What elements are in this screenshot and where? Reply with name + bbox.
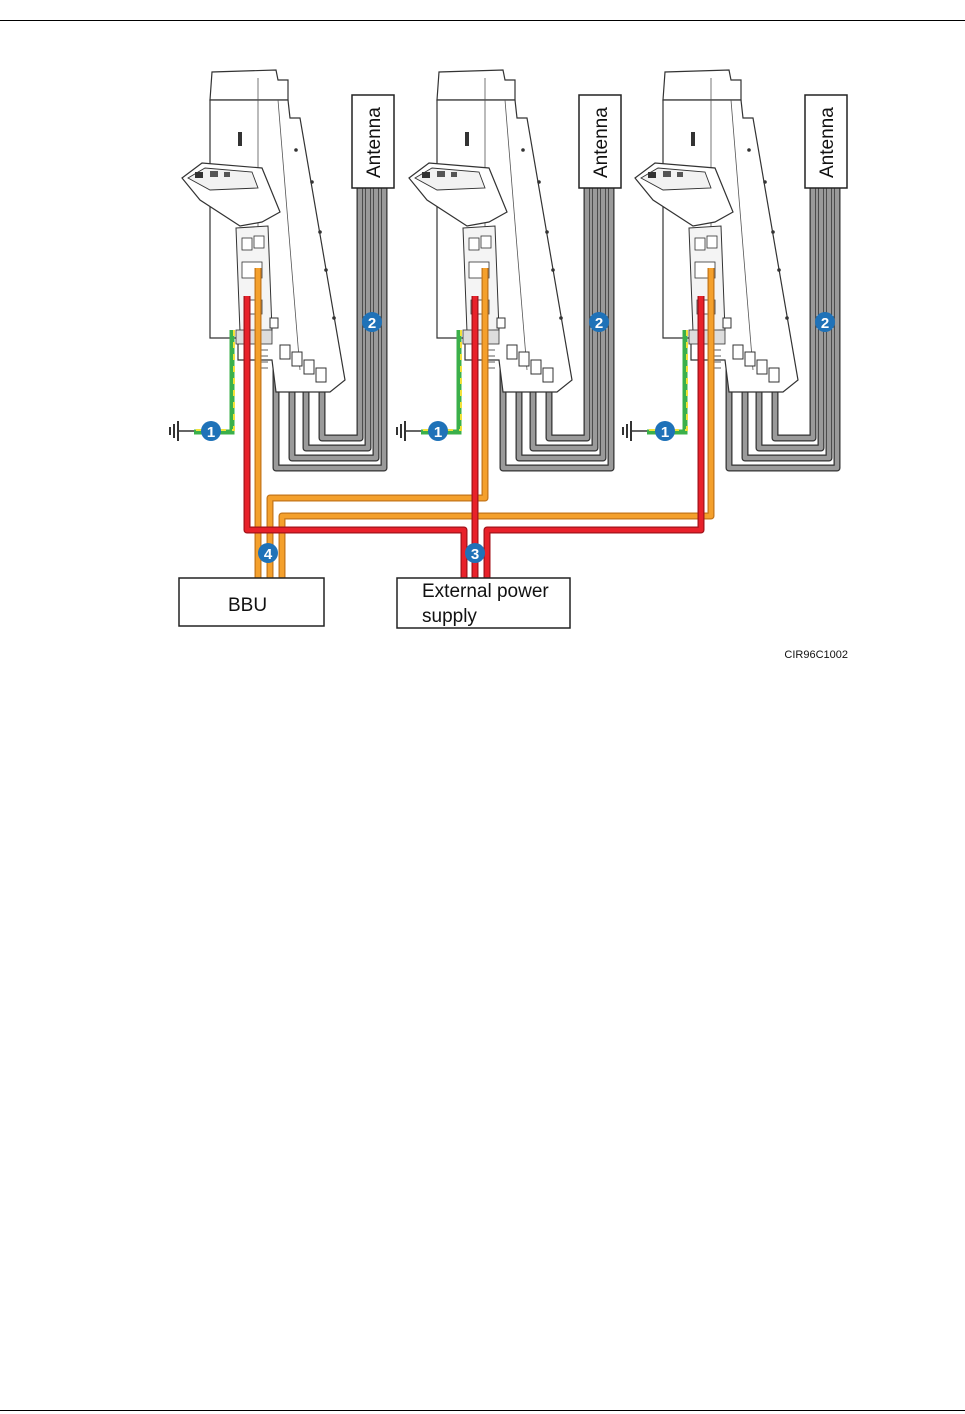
antenna-label: Antenna <box>817 107 838 178</box>
rru-body-icon <box>182 70 345 392</box>
power-supply-label-line1: External power <box>422 581 549 602</box>
power-supply-box: External power supply <box>397 578 570 628</box>
callout-number: 1 <box>661 424 669 441</box>
callout-fiber: 4 <box>258 543 278 563</box>
callout-number: 1 <box>434 424 442 441</box>
ground-cable <box>623 330 687 441</box>
ground-cable <box>397 330 461 441</box>
callout-number: 4 <box>264 546 273 563</box>
callout-antenna-2: 2 <box>589 312 609 332</box>
callout-ground-1: 1 <box>201 421 221 441</box>
antenna-box-2: Antenna <box>579 95 621 188</box>
figure-id: CIR96C1002 <box>784 649 848 661</box>
callout-ground-3: 1 <box>655 421 675 441</box>
bbu-label: BBU <box>228 595 267 616</box>
cabling-diagram: Antenna Antenna Antenna BBU External pow <box>0 0 965 700</box>
power-supply-label-line2: supply <box>422 606 477 627</box>
antenna-box-3: Antenna <box>805 95 847 188</box>
antenna-label: Antenna <box>364 107 385 178</box>
footer-rule <box>0 1410 965 1411</box>
callout-antenna-3: 2 <box>815 312 835 332</box>
antenna-label: Antenna <box>591 107 612 178</box>
callout-number: 1 <box>207 424 215 441</box>
bbu-box: BBU <box>179 578 324 626</box>
rru-body-icon <box>635 70 798 392</box>
antenna-box-1: Antenna <box>352 95 394 188</box>
callout-number: 2 <box>595 315 603 332</box>
ground-cable <box>170 330 234 441</box>
callout-ground-2: 1 <box>428 421 448 441</box>
rru-body-icon <box>409 70 572 392</box>
callout-number: 3 <box>471 546 479 563</box>
callout-power: 3 <box>465 543 485 563</box>
callout-number: 2 <box>821 315 829 332</box>
callout-antenna-1: 2 <box>362 312 382 332</box>
callout-number: 2 <box>368 315 376 332</box>
